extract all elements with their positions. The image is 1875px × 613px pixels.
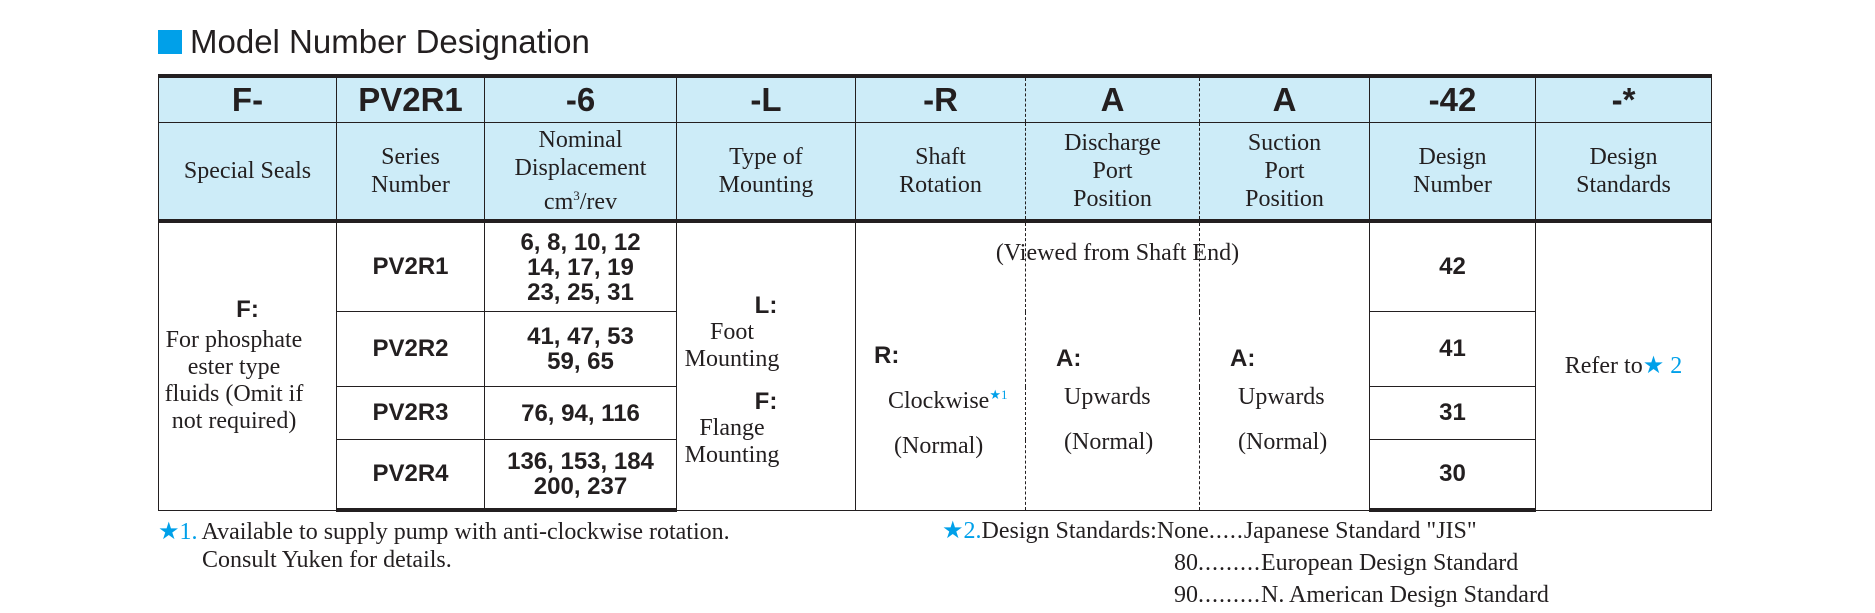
label-suction: Suction Port Position xyxy=(1199,122,1370,223)
design-standard-cell: Refer to★ 2 xyxy=(1535,220,1712,511)
code-displacement: -6 xyxy=(484,74,677,123)
label-design-standard: Design Standards xyxy=(1535,122,1712,223)
mounting-cell: L: Foot Mounting F: Flange Mounting xyxy=(676,220,856,511)
label-series: Series Number xyxy=(336,122,485,223)
label-design-number: Design Number xyxy=(1369,122,1536,223)
star-2-icon: ★ 2 xyxy=(1642,352,1683,379)
section-title: Model Number Designation xyxy=(158,20,590,64)
page-title: Model Number Designation xyxy=(190,23,590,60)
series-cell: PV2R2 xyxy=(336,311,485,387)
code-discharge: A xyxy=(1025,74,1200,123)
code-seals: F- xyxy=(158,74,337,123)
star-1-icon: ★1. xyxy=(158,519,198,545)
code-suction: A xyxy=(1199,74,1370,123)
blue-square-icon xyxy=(158,30,182,54)
label-mounting: Type of Mounting xyxy=(676,122,856,223)
design-number-cell: 31 xyxy=(1369,386,1536,440)
viewed-from-note: (Viewed from Shaft End) xyxy=(995,240,1240,266)
label-displacement: Nominal Displacement cm3/rev xyxy=(484,122,677,223)
series-cell: PV2R1 xyxy=(336,220,485,312)
table-row: PV2R3 76, 94, 116 31 xyxy=(159,386,1712,440)
design-number-cell: 42 xyxy=(1369,220,1536,312)
code-design-number: -42 xyxy=(1369,74,1536,123)
series-cell: PV2R4 xyxy=(336,439,485,512)
code-mounting: -L xyxy=(676,74,856,123)
star-2-note-icon: ★2. xyxy=(942,518,982,544)
design-number-cell: 30 xyxy=(1369,439,1536,512)
suction-cell: A: Upwards (Normal) xyxy=(1199,220,1370,511)
discharge-cell: A: Upwards (Normal) xyxy=(1025,220,1200,511)
seals-cell: F: For phosphate ester type fluids (Omit… xyxy=(158,220,337,511)
label-seals: Special Seals xyxy=(158,122,337,223)
table-row: F: For phosphate ester type fluids (Omit… xyxy=(158,220,1712,511)
footnote-1: ★1.Available to supply pump with anti-cl… xyxy=(158,519,730,573)
label-discharge: Discharge Port Position xyxy=(1025,122,1200,223)
label-rotation: Shaft Rotation xyxy=(855,122,1026,223)
label-row: Special Seals Series Number Nominal Disp… xyxy=(158,122,1712,223)
model-number-table: F- PV2R1 -6 -L -R A A -42 -* Special Sea… xyxy=(158,74,1712,512)
code-rotation: -R xyxy=(855,74,1026,123)
rotation-cell: R: Clockwise★1 (Normal) xyxy=(855,220,1026,511)
series-cell: PV2R3 xyxy=(336,386,485,440)
footnote-2: ★2. Design Standards: None.....Japanese … xyxy=(942,515,1549,611)
design-number-cell: 41 xyxy=(1369,311,1536,387)
code-row: F- PV2R1 -6 -L -R A A -42 -* xyxy=(158,74,1712,123)
code-series: PV2R1 xyxy=(336,74,485,123)
star-note-icon: ★1 xyxy=(989,386,1008,402)
code-design-standard: -* xyxy=(1535,74,1712,123)
displacement-cell: 76, 94, 116 xyxy=(484,386,677,440)
